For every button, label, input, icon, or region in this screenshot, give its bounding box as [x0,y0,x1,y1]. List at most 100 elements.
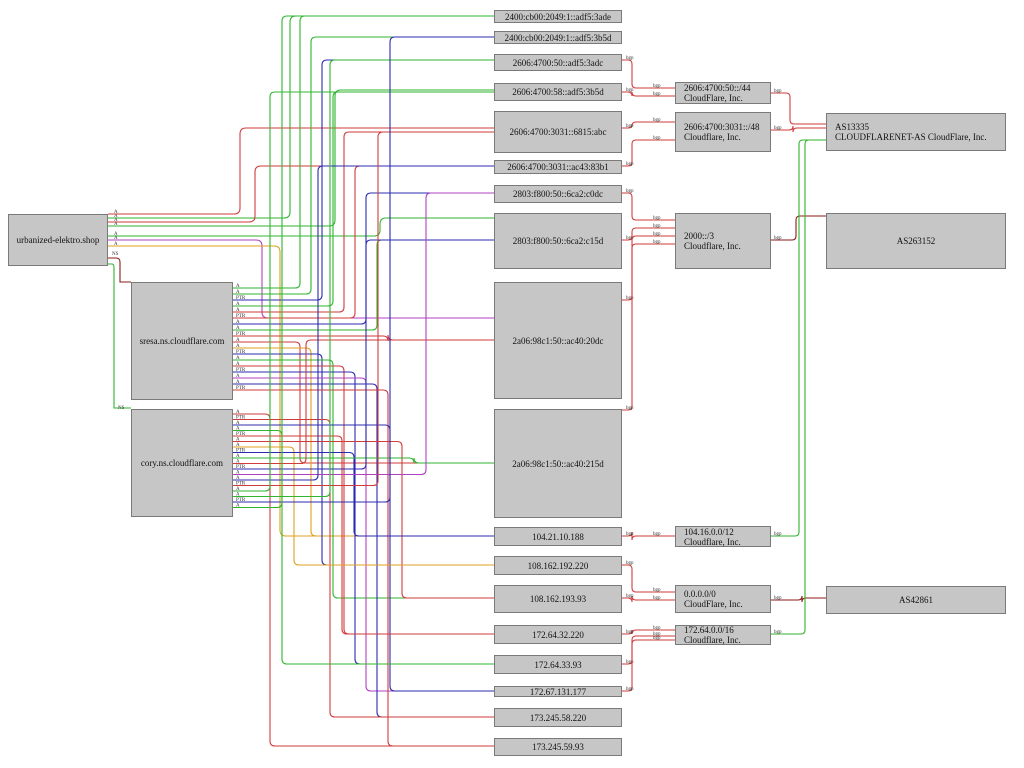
node-as-42861[interactable]: AS42861 [826,586,1006,614]
edge-domain-label-1: A [114,210,118,215]
edge-ns1-label-11: PTR [236,350,246,355]
edge-ns1-label-0: A [236,284,240,289]
edge-ns2-12 [233,165,494,481]
node-ipv6-6[interactable]: 2606:4700:3031::ac43:83b1 [494,160,622,174]
edge-bgp-addr-10 [622,595,675,603]
node-prefix-2-cidr: 2606:4700:3031::/48 [684,122,760,132]
node-ipv4-8[interactable]: 173.245.59.93 [494,738,622,756]
edge-bgp-prefix-label-10: bgp [653,596,661,601]
edge-ns-1 [108,257,131,283]
node-prefix-4-cidr: 104.16.0.0/12 [684,526,734,537]
edge-bgp-prefix-label-9: bgp [653,588,661,593]
node-ipv4-3[interactable]: 108.162.193.93 [494,585,622,613]
edge-ns2-label-10: PTR [236,465,246,470]
edge-bgp-addr-1 [622,91,675,97]
node-as-263152[interactable]: AS263152 [826,213,1006,269]
edge-bgp-addr-9 [622,564,675,593]
edge-bgp-addr-label-10: bgp [626,594,634,599]
edge-domain-1 [108,127,494,215]
node-ns1[interactable]: sresa.ns.cloudflare.com [131,282,233,400]
edge-ns-2 [108,263,131,409]
node-ipv6-9[interactable]: 2a06:98c1:50::ac40:20dc [494,282,622,399]
edge-bgp-addr-2 [622,121,675,129]
node-ns2[interactable]: cory.ns.cloudflare.com [131,409,233,517]
edge-bgp-as-label-1: bgp [774,126,782,131]
edge-ns2-10 [233,239,494,470]
edge-ns1-label-3: A [236,302,240,307]
node-ipv4-2[interactable]: 108.162.192.220 [494,556,622,575]
node-ipv6-8[interactable]: 2803:f800:50::6ca2:c15d [494,213,622,269]
edge-bgp-addr-label-11: bgp [626,630,634,635]
node-ipv6-2-label: 2400:cb00:2049:1::adf5:3b5d [504,32,612,43]
edge-bgp-prefix-label-0: bgp [653,84,661,89]
edge-bgp-addr-label-1: bgp [626,88,634,93]
edge-ns2-label-1: PTR [236,416,246,421]
edge-bgp-addr-label-9: bgp [626,561,634,566]
node-ipv4-1[interactable]: 104.21.10.188 [494,527,622,546]
edge-ns1-label-1: A [236,290,240,295]
edge-bgp-prefix-label-7: bgp [653,240,661,245]
edge-ns1-12 [233,359,494,599]
node-ipv6-1[interactable]: 2400:cb00:2049:1::adf5:3ade [494,10,622,23]
node-ipv6-2[interactable]: 2400:cb00:2049:1::adf5:3b5d [494,31,622,44]
node-ipv4-6[interactable]: 172.67.131.177 [494,686,622,697]
edge-ns1-0 [233,15,494,289]
edge-ns2-label-13: PTR [236,482,246,487]
node-ipv6-7[interactable]: 2803:f800:50::6ca2:c0dc [494,185,622,203]
edge-ns2-0 [233,413,494,747]
edge-bgp-prefix-label-4: bgp [653,216,661,221]
edge-ns1-label-8: PTR [236,332,246,337]
edge-ns2-2 [233,424,494,692]
edge-ns1-label-5: PTR [236,314,246,319]
edge-domain-0 [108,15,494,219]
edge-domain-6 [108,245,494,537]
edge-bgp-addr-label-3: bgp [626,162,634,167]
edge-ns2-label-6: A [236,443,240,448]
edge-ns2-11 [233,192,494,476]
node-ipv6-3[interactable]: 2606:4700:50::adf5:3adc [494,54,622,71]
edge-bgp-addr-8 [622,531,675,541]
edge-ns2-label-11: A [236,471,240,476]
edge-bgp-prefix-label-12: bgp [653,632,661,637]
edge-ns2-16 [233,36,494,503]
node-ipv6-4[interactable]: 2606:4700:58::adf5:3b5d [494,83,622,101]
node-ns1-label: sresa.ns.cloudflare.com [139,336,225,346]
edge-bgp-as-label-2: bgp [774,236,782,241]
node-ipv6-7-label: 2803:f800:50::6ca2:c0dc [513,189,603,199]
edge-ns2-label-2: A [236,421,240,426]
node-ipv4-4[interactable]: 172.64.32.220 [494,625,622,644]
node-as-263152-label: AS263152 [896,236,936,246]
edge-bgp-addr-label-13: bgp [626,687,634,692]
edge-ns2-3 [233,429,494,665]
edge-ns2-9 [233,339,494,465]
edge-ns1-3 [233,91,494,307]
edge-bgp-addr-6 [622,235,675,301]
node-as-13335-name: CLOUDFLARENET-AS CloudFlare, Inc. [835,132,987,142]
edge-bgp-as-label-0: bgp [774,89,782,94]
edge-ns1-4 [233,131,494,313]
node-ipv6-6-label: 2606:4700:3031::ac43:83b1 [507,162,609,172]
node-ipv4-7[interactable]: 173.245.58.220 [494,708,622,727]
edge-bgp-addr-label-8: bgp [626,532,634,537]
node-domain[interactable]: urbanized-elektro.shop [8,214,108,266]
edge-ns1-7 [233,239,494,331]
edge-ns2-7 [233,451,494,537]
node-ipv6-5[interactable]: 2606:4700:3031::6815:abc [494,111,622,153]
edge-bgp-as-5 [771,139,826,635]
node-ns2-label: cory.ns.cloudflare.com [140,458,224,468]
edge-ns2-label-7: PTR [236,449,246,454]
node-ipv4-5[interactable]: 172.64.33.93 [494,655,622,674]
edge-ns1-17 [233,389,494,747]
node-ipv6-1-label: 2400:cb00:2049:1::adf5:3ade [505,11,611,22]
node-ipv6-10[interactable]: 2a06:98c1:50::ac40:215d [494,409,622,518]
edge-bgp-prefix-label-2: bgp [653,118,661,123]
edge-bgp-addr-5 [622,227,675,241]
